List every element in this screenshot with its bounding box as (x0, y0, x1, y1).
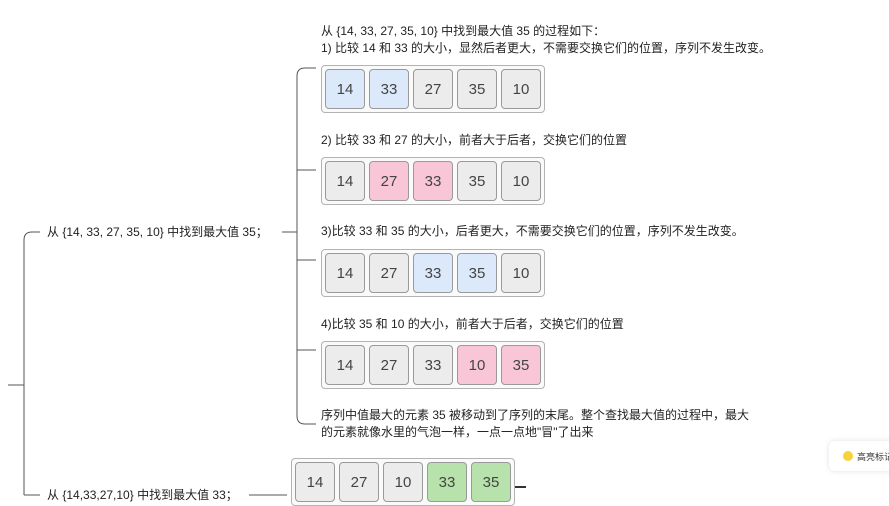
result-line-2: 的元素就像水里的气泡一样，一点一点地"冒"了出来 (321, 425, 594, 439)
sequence-cell: 33 (413, 161, 453, 201)
sequence-cell: 14 (325, 161, 365, 201)
step-3-text: 3)比较 33 和 35 的大小，后者更大，不需要交换它们的位置，序列不发生改变… (321, 224, 744, 238)
node-second-label: 从 {14,33,27,10} 中找到最大值 33； (47, 488, 238, 502)
sequence-cell: 35 (457, 253, 497, 293)
sequence-cell: 27 (413, 69, 453, 109)
sequence-cell: 14 (325, 345, 365, 385)
sequence-cell: 10 (501, 253, 541, 293)
step-4-text: 4)比较 35 和 10 的大小，前者大于后者，交换它们的位置 (321, 317, 624, 331)
intro-line-1: 从 {14, 33, 27, 35, 10} 中找到最大值 35 的过程如下： (321, 24, 606, 38)
highlight-mark-button[interactable]: 高亮标记 (829, 441, 889, 471)
sequence-cell: 35 (457, 69, 497, 109)
node-main-label: 从 {14, 33, 27, 35, 10} 中找到最大值 35； (47, 225, 268, 239)
sequence-cell: 10 (501, 69, 541, 109)
sequence-cell: 33 (413, 253, 453, 293)
result-line-1: 序列中值最大的元素 35 被移动到了序列的末尾。整个查找最大值的过程中，最大 (321, 408, 750, 422)
step-2-text: 2) 比较 33 和 27 的大小，前者大于后者，交换它们的位置 (321, 133, 628, 147)
sequence-cell: 35 (457, 161, 497, 201)
sequence-cell: 10 (457, 345, 497, 385)
sequence-cell: 33 (427, 462, 467, 502)
highlight-mark-label: 高亮标记 (857, 451, 889, 462)
sequence-cell: 14 (325, 69, 365, 109)
sequence-cell: 27 (369, 253, 409, 293)
sequence-cell: 33 (413, 345, 453, 385)
sequence-cell: 14 (325, 253, 365, 293)
highlight-dot-icon (843, 451, 853, 461)
sequence-cell: 27 (369, 345, 409, 385)
sequence-cell: 10 (383, 462, 423, 502)
intro-line-2: 1) 比较 14 和 33 的大小，显然后者更大，不需要交换它们的位置，序列不发… (321, 41, 772, 55)
sequence-cell: 35 (501, 345, 541, 385)
sequence-cell: 10 (501, 161, 541, 201)
sequence-cell: 33 (369, 69, 409, 109)
sequence-cell: 14 (295, 462, 335, 502)
sequence-cell: 27 (369, 161, 409, 201)
sequence-cell: 35 (471, 462, 511, 502)
sequence-cell: 27 (339, 462, 379, 502)
